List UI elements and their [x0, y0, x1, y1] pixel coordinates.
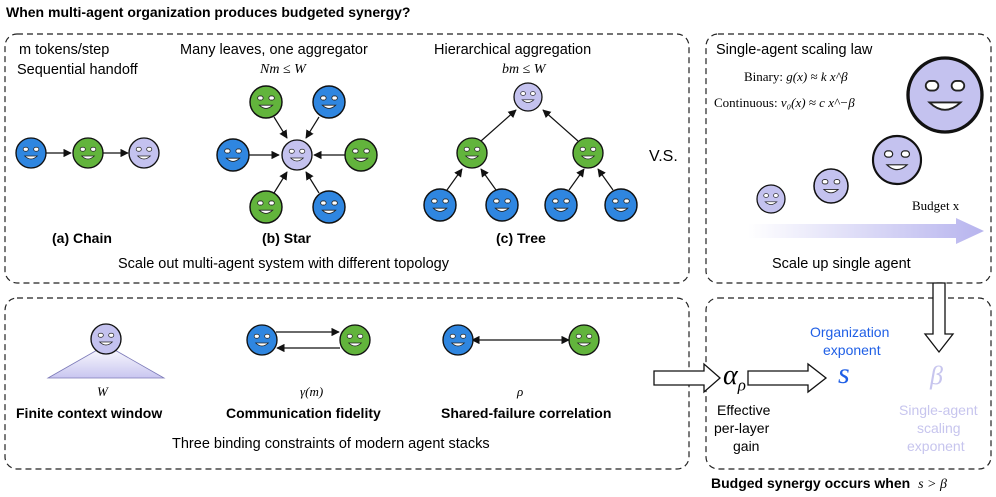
panel-synergy-border: [705, 297, 992, 470]
star-constraint: Nm ≤ W: [260, 62, 306, 77]
alpha-symbol: α: [723, 360, 738, 391]
chain-header-tokens: m tokens/step: [19, 42, 110, 58]
context-caption: Finite context window: [16, 405, 163, 421]
tree-leaf-1: [423, 188, 457, 222]
chain-agent-blue: [15, 137, 47, 169]
org-label-1: Organization: [810, 324, 890, 340]
rho-subscript: ρ: [737, 375, 746, 395]
org-label-2: exponent: [823, 342, 881, 358]
star-leaf-2: [312, 85, 346, 119]
scaling-agent-m: [871, 134, 923, 186]
alpha-caption-3: gain: [733, 438, 760, 454]
chain-agent-green: [72, 137, 104, 169]
context-window-triangle: [46, 344, 166, 379]
scaling-header: Single-agent scaling law: [716, 42, 873, 58]
tree-mid-right: [572, 137, 604, 169]
scaling-agent-s: [813, 168, 849, 204]
chain-graph: [15, 137, 160, 169]
star-header: Many leaves, one aggregator: [180, 42, 368, 58]
scaling-agent-xs: [756, 184, 786, 214]
correlation-agent-green: [568, 324, 600, 356]
binary-formula-text: g(x) ≈ k x^β: [786, 69, 848, 84]
alpha-caption-2: per-layer: [714, 420, 770, 436]
star-edge-5: [273, 171, 288, 194]
beta-caption-3: exponent: [907, 438, 965, 454]
alpha-rho-symbol: αρ: [723, 362, 746, 400]
panel-topology-border: [4, 33, 690, 284]
beta-caption-2: scaling: [917, 420, 961, 436]
tree-edge-6: [597, 168, 614, 191]
hollow-arrow-down-to-beta: [923, 282, 955, 354]
fidelity-caption: Communication fidelity: [226, 405, 381, 421]
star-edge-2: [305, 116, 320, 139]
tree-leaf-2: [485, 188, 519, 222]
correlation-symbol: ρ: [517, 384, 524, 399]
context-agent: [90, 323, 122, 355]
conclusion: Budged synergy occurs when s > β: [711, 475, 947, 493]
fidelity-symbol: γ(m): [300, 384, 324, 399]
tree-edge-1: [480, 109, 517, 142]
star-aggregator: [281, 139, 313, 171]
tree-edge-2: [542, 109, 579, 142]
correlation-agent-blue: [442, 324, 474, 356]
chain-agent-lavender: [128, 137, 160, 169]
fidelity-agent-blue: [246, 324, 278, 356]
hollow-arrow-to-alpha: [653, 362, 721, 394]
star-graph: [216, 85, 378, 224]
budget-label: Budget x: [912, 198, 960, 213]
alpha-caption-1: Effective: [717, 402, 771, 418]
star-leaf-3: [216, 138, 250, 172]
tree-mid-left: [456, 137, 488, 169]
tree-edge-4: [480, 168, 497, 191]
tree-edge-3: [446, 168, 463, 191]
vs-label: V.S.: [649, 148, 678, 165]
star-leaf-4: [344, 138, 378, 172]
scaling-footer: Scale up single agent: [772, 256, 911, 272]
tree-constraint: bm ≤ W: [502, 62, 546, 77]
star-leaf-6: [312, 190, 346, 224]
scaling-agent-l: [906, 56, 984, 134]
beta-symbol: β: [930, 361, 943, 390]
budget-arrow: [748, 218, 984, 244]
tree-caption: (c) Tree: [496, 230, 546, 246]
binary-label: Binary:: [744, 69, 783, 84]
continuous-formula: Continuous: v₀(x) ≈ c x^−β: [714, 95, 855, 111]
tree-root: [513, 82, 543, 112]
tree-leaf-4: [604, 188, 638, 222]
binary-formula: Binary: g(x) ≈ k x^β: [744, 69, 848, 85]
panel-scaling-border: [705, 33, 992, 284]
star-caption: (b) Star: [262, 230, 311, 246]
tree-graph: [423, 82, 638, 222]
beta-caption-1: Single-agent: [899, 402, 978, 418]
star-edge-6: [305, 171, 320, 194]
star-edge-1: [273, 116, 288, 139]
conclusion-formula: s > β: [918, 477, 947, 492]
s-symbol: s: [838, 357, 850, 390]
tree-header: Hierarchical aggregation: [434, 42, 592, 58]
star-leaf-1: [249, 85, 283, 119]
conclusion-text: Budged synergy occurs when: [711, 475, 911, 491]
tree-leaf-3: [544, 188, 578, 222]
page-title: When multi-agent organization produces b…: [6, 4, 411, 20]
context-symbol: W: [97, 384, 108, 399]
constraints-footer: Three binding constraints of modern agen…: [172, 436, 490, 452]
star-leaf-5: [249, 190, 283, 224]
hollow-arrow-alpha-to-s: [747, 362, 828, 394]
chain-caption: (a) Chain: [52, 230, 112, 246]
continuous-label: Continuous:: [714, 95, 778, 110]
continuous-formula-text: v₀(x) ≈ c x^−β: [780, 95, 855, 110]
fidelity-agent-green: [339, 324, 371, 356]
topology-footer: Scale out multi-agent system with differ…: [118, 256, 449, 272]
chain-header-handoff: Sequential handoff: [17, 62, 138, 78]
tree-edge-5: [568, 168, 585, 191]
correlation-caption: Shared-failure correlation: [441, 405, 612, 421]
